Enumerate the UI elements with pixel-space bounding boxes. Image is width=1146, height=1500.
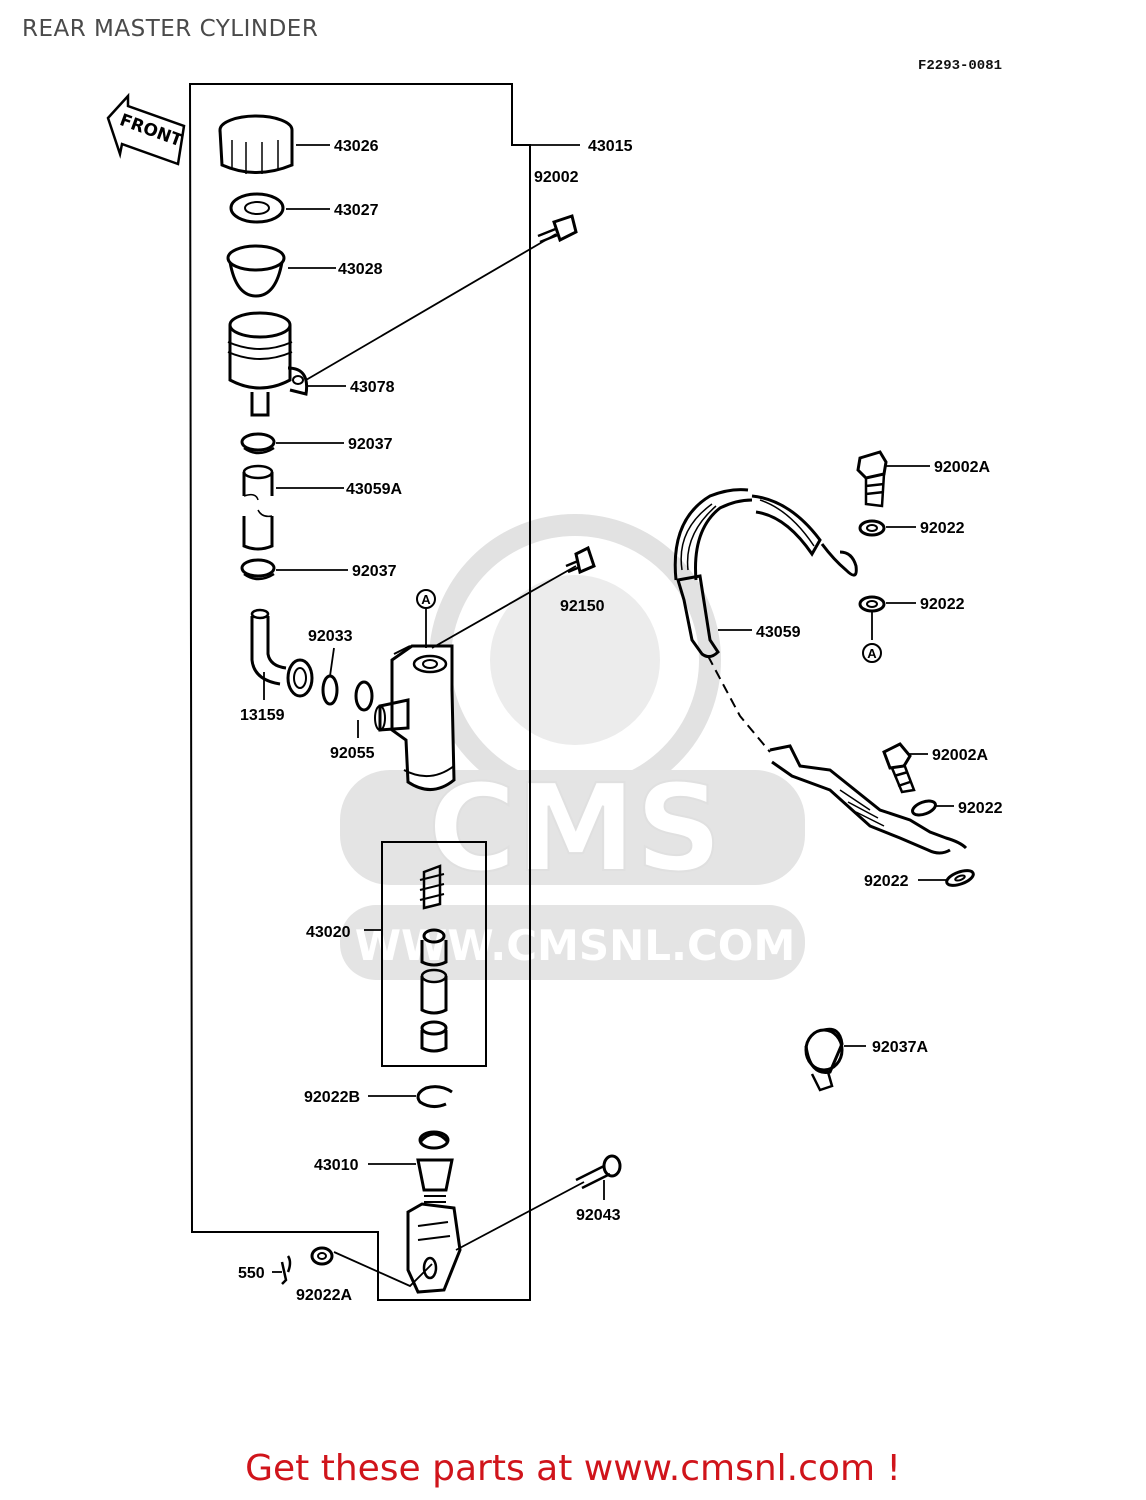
part-label-92022-2[interactable]: 92022 — [920, 596, 965, 613]
part-label-43015[interactable]: 43015 — [588, 138, 633, 155]
bolt-92150-icon — [565, 545, 596, 575]
part-label-43010[interactable]: 43010 — [314, 1157, 359, 1174]
clevis-pin-icon — [575, 1154, 622, 1190]
washer-icon — [858, 595, 886, 613]
piston-kit-icon — [419, 864, 448, 1053]
diagram-code: F2293-0081 — [918, 58, 1003, 74]
svg-text:A: A — [421, 592, 431, 607]
cotter-pin-icon — [280, 1255, 292, 1285]
part-label-43059[interactable]: 43059 — [756, 624, 801, 641]
reservoir-cap-icon — [218, 114, 294, 174]
leader-line — [333, 1251, 433, 1288]
group-frame-43015 — [188, 83, 531, 1301]
washer-icon — [858, 519, 886, 537]
part-label-43059A[interactable]: 43059A — [346, 481, 402, 498]
diaphragm-icon — [226, 244, 286, 298]
leader-line — [305, 233, 557, 381]
part-label-92043[interactable]: 92043 — [576, 1207, 621, 1224]
screw-92002-icon — [537, 214, 578, 244]
leader-line — [455, 1181, 585, 1251]
brake-hose-icon — [673, 488, 968, 855]
part-label-92022B[interactable]: 92022B — [304, 1089, 360, 1106]
footer-link[interactable]: Get these parts at www.cmsnl.com ! — [245, 1448, 901, 1489]
part-label-550[interactable]: 550 — [238, 1265, 265, 1282]
page-title: REAR MASTER CYLINDER — [22, 16, 319, 42]
reservoir-icon — [227, 311, 309, 417]
part-label-92055[interactable]: 92055 — [330, 745, 375, 762]
svg-text:A: A — [867, 646, 877, 661]
hose-clamp-icon — [240, 432, 276, 455]
elbow-fitting-icon — [250, 608, 314, 698]
watermark-logo-text: CMS — [428, 760, 722, 899]
push-rod-icon — [406, 1130, 462, 1294]
reservoir-hose-icon — [242, 464, 274, 551]
hose-clamp-large-icon — [804, 1027, 844, 1092]
part-label-92002[interactable]: 92002 — [534, 169, 579, 186]
part-label-92037A[interactable]: 92037A — [872, 1039, 928, 1056]
part-label-43020[interactable]: 43020 — [306, 924, 351, 941]
part-label-92022A[interactable]: 92022A — [296, 1287, 352, 1304]
part-label-92022-3[interactable]: 92022 — [958, 800, 1003, 817]
part-label-92022-1[interactable]: 92022 — [920, 520, 965, 537]
hose-clamp-icon — [240, 558, 276, 581]
part-label-92002A-lower[interactable]: 92002A — [932, 747, 988, 764]
watermark-url-text: WWW.CMSNL.COM — [355, 921, 796, 970]
washer-icon — [911, 799, 937, 817]
part-label-92033[interactable]: 92033 — [308, 628, 353, 645]
washer-icon — [945, 869, 975, 887]
callout-a-upper: A — [416, 589, 436, 648]
part-label-92150[interactable]: 92150 — [560, 598, 605, 615]
washer-icon — [310, 1246, 334, 1266]
leader-line — [431, 565, 577, 649]
part-label-13159[interactable]: 13159 — [240, 707, 285, 724]
banjo-bolt-icon — [882, 742, 916, 794]
o-ring-icon — [354, 680, 374, 712]
part-label-92022-4[interactable]: 92022 — [864, 873, 909, 890]
banjo-bolt-icon — [856, 450, 888, 508]
label-leaders — [263, 144, 954, 1273]
part-label-92037-lower[interactable]: 92037 — [352, 563, 397, 580]
part-label-92002A-upper[interactable]: 92002A — [934, 459, 990, 476]
part-label-43027[interactable]: 43027 — [334, 202, 379, 219]
group-frame-43020 — [381, 841, 487, 1067]
part-label-43078[interactable]: 43078 — [350, 379, 395, 396]
diaphragm-plate-icon — [229, 192, 285, 224]
front-arrow-icon: FRONT — [106, 92, 186, 166]
callout-a-right: A — [862, 643, 882, 663]
part-label-92037-upper[interactable]: 92037 — [348, 436, 393, 453]
circlip-icon — [416, 1085, 453, 1109]
master-cylinder-body-icon — [374, 644, 456, 791]
o-ring-icon — [321, 674, 339, 706]
part-label-43028[interactable]: 43028 — [338, 261, 383, 278]
part-label-43026[interactable]: 43026 — [334, 138, 379, 155]
